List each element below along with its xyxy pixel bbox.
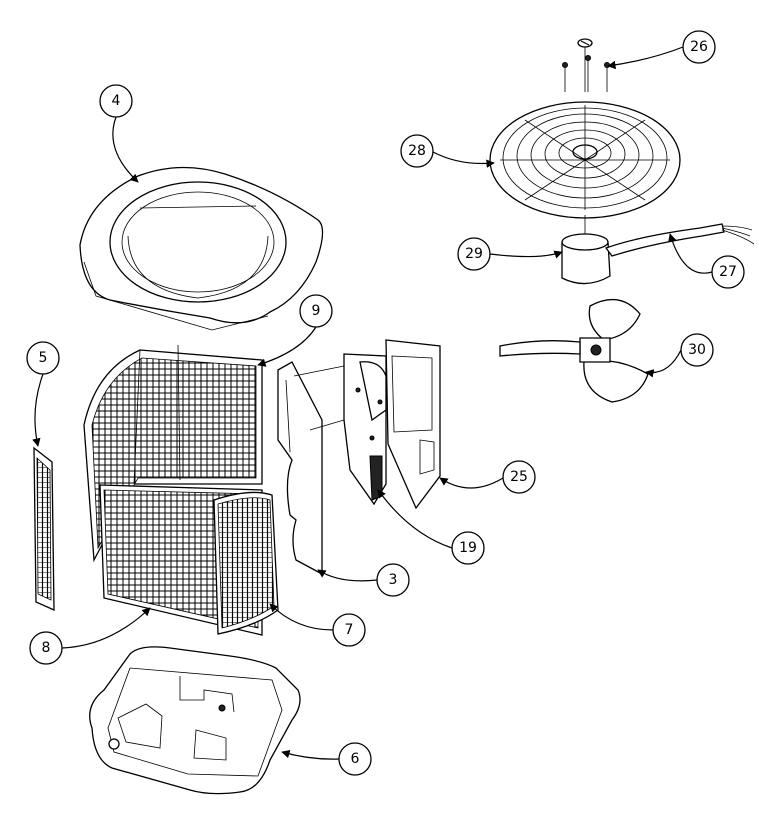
control-panel-part [293,353,387,506]
callout-3: 3 [376,563,410,597]
callout-7: 7 [332,613,366,647]
coil-grille-assembly-part [83,344,279,636]
callout-9-label: 9 [312,303,321,319]
corner-panel-part [277,361,323,576]
callout-7-label: 7 [345,622,354,638]
access-panel-part [385,339,441,510]
callout-3-label: 3 [389,572,398,588]
callout-29-label: 29 [465,246,483,262]
callout-28-label: 28 [408,143,426,159]
callout-9: 9 [299,294,333,328]
callout-26: 26 [682,30,716,64]
callout-25-label: 25 [510,469,528,485]
fan-guard-part [489,101,681,219]
callout-4-label: 4 [112,93,121,109]
callout-5-label: 5 [39,350,48,366]
callout-29: 29 [457,237,491,271]
fan-motor-part [561,215,611,285]
callout-19: 19 [451,531,485,565]
callout-19-label: 19 [459,540,477,556]
callout-27: 27 [711,255,745,289]
leader-lines [32,46,713,760]
fan-blade-part [499,298,649,403]
callout-30: 30 [680,333,714,367]
callout-27-label: 27 [719,264,737,280]
callout-26-label: 26 [690,39,708,55]
callout-5: 5 [26,341,60,375]
callout-4: 4 [99,84,133,118]
callout-25: 25 [502,460,536,494]
top-cover-part [79,166,324,331]
callout-8-label: 8 [42,640,51,656]
side-grille-panel-part [33,446,55,612]
fasteners-part [562,38,610,92]
wiring-harness-part [604,223,755,257]
callout-6: 6 [338,742,372,776]
callout-6-label: 6 [351,751,360,767]
callout-8: 8 [29,631,63,665]
callout-30-label: 30 [688,342,706,358]
callout-28: 28 [400,134,434,168]
base-pan-part [89,646,301,795]
